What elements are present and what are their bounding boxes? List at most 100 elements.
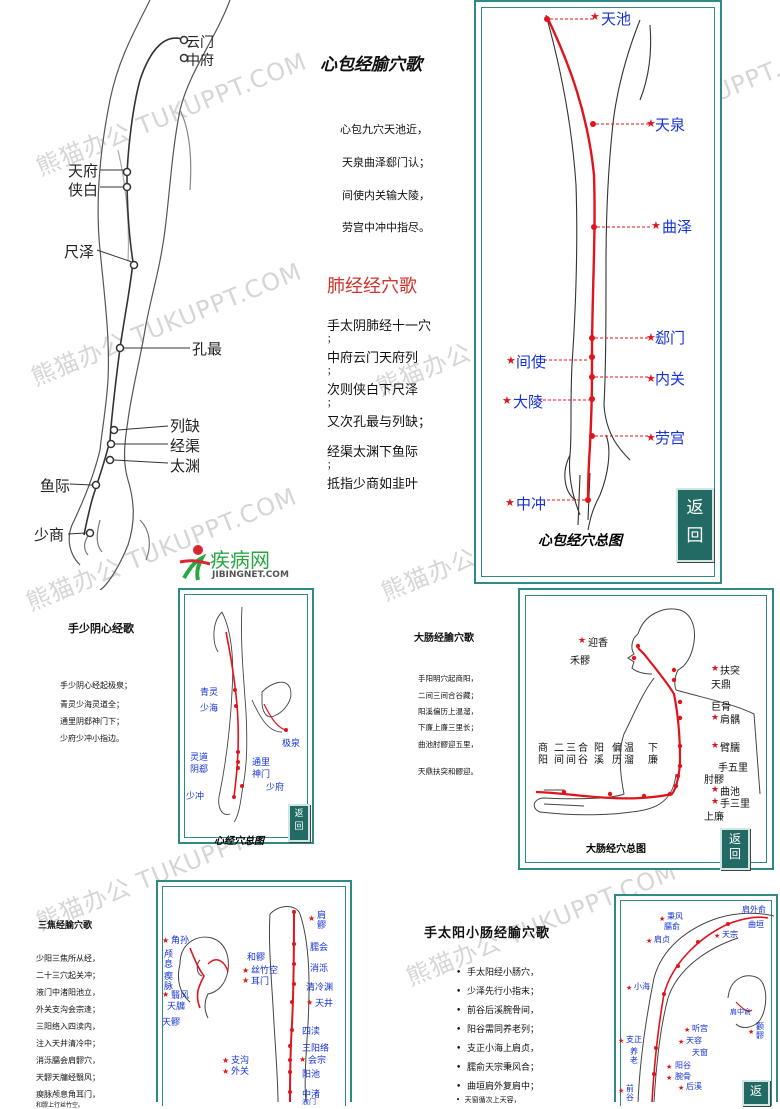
- point-label-xiaoluo: 消泺: [310, 961, 328, 974]
- point-label-quze: 曲泽: [662, 216, 692, 237]
- point-label-yanggu: 阳谷: [675, 1060, 691, 1071]
- point-label-jianwaishu: 肩外俞: [742, 904, 766, 915]
- verse-text: 曲垣肩外复肩中；: [467, 1082, 539, 1092]
- point-label-yingxiang: 迎香: [588, 634, 608, 649]
- star-icon: ★: [651, 220, 661, 231]
- point-label-shaoshang: 少商: [34, 524, 64, 545]
- point-label-jianyu: 肩髃: [720, 711, 740, 726]
- point-label-shanglian: 上廉: [704, 808, 724, 823]
- point-label-taiyuan: 太渊: [170, 455, 200, 476]
- small-intestine-verse: • 阳谷需同养老列；: [456, 1022, 539, 1035]
- pericardium-song-title: 心包经腧穴歌: [320, 50, 422, 75]
- back-label: 返: [722, 832, 748, 847]
- lung-verse: ；: [327, 458, 336, 471]
- point-label-shaofu: 少府: [266, 780, 284, 793]
- point-label-tianchuang: 天窗: [692, 1047, 708, 1058]
- triple-burner-verse: 天髎天牖经翳风；: [36, 1072, 100, 1083]
- point-label-xialian: 下廉: [648, 743, 659, 767]
- star-icon: ★: [222, 1055, 229, 1066]
- star-icon: ★: [711, 785, 719, 796]
- pericardium-verse: 心包九穴天池近，: [340, 121, 428, 137]
- point-label-jianliao: 肩髎: [317, 911, 327, 931]
- point-label-binao: 臂臑: [720, 739, 740, 754]
- small-intestine-song-title: 手太阳小肠经腧穴歌: [424, 922, 550, 941]
- point-label-chize: 尺泽: [64, 241, 94, 262]
- bullet-icon: •: [456, 987, 467, 997]
- heart-verse: 通里阴郄神门下；: [60, 716, 124, 727]
- point-label-wenliu: 温溜: [624, 743, 635, 767]
- triple-burner-verse: 瘈脉颅息角耳门，: [36, 1089, 100, 1100]
- lung-verse: 经渠太渊下鱼际: [327, 441, 418, 460]
- bullet-icon: •: [456, 1044, 467, 1054]
- verse-text: 支正小海上肩贞，: [467, 1044, 539, 1054]
- star-icon: ★: [590, 11, 600, 22]
- lung-verse: 抵指少商如韭叶: [327, 473, 418, 492]
- point-label-heliao-sj: 和髎: [247, 950, 265, 963]
- back-label: 回: [722, 847, 748, 862]
- lung-verse: 手太阴肺经十一穴: [327, 315, 431, 334]
- point-label-luxi: 颅息: [164, 950, 174, 970]
- verse-text: 臑俞天宗秉风合；: [467, 1063, 539, 1073]
- large-intestine-verse: 曲池肘髎迎五里，: [418, 739, 478, 750]
- star-icon: ★: [578, 636, 586, 647]
- star-icon: ★: [506, 355, 516, 366]
- large-intestine-back-button[interactable]: 返 回: [720, 828, 750, 870]
- logo-site: JIBINGNET.COM: [212, 570, 289, 580]
- point-label-jiaosun: 角孙: [171, 933, 189, 946]
- back-label: 返: [678, 494, 712, 522]
- point-label-zhizheng: 支正: [626, 1034, 642, 1045]
- bullet-icon: •: [456, 1082, 467, 1092]
- back-label: 返: [744, 1082, 768, 1100]
- point-label-sanjian: 三间: [566, 743, 577, 767]
- triple-burner-verse: 三阳络入四渎内，: [36, 1021, 100, 1032]
- heart-back-button[interactable]: 返 回: [288, 804, 310, 842]
- point-label-shangyang: 商阳: [538, 743, 549, 767]
- point-label-yunmen: 云门: [186, 32, 214, 52]
- small-intestine-verse: • 曲垣肩外复肩中；: [456, 1079, 539, 1092]
- point-label-ximen: 郄门: [655, 327, 685, 348]
- point-label-jingqu: 经渠: [170, 435, 200, 456]
- point-label-quanliao: 颧髎: [756, 1022, 765, 1040]
- point-label-yangxi: 阳溪: [594, 743, 605, 767]
- small-intestine-verse: • 前谷后溪腕骨间，: [456, 1003, 539, 1016]
- star-icon: ★: [502, 395, 512, 406]
- small-intestine-verse: • 少泽先行小指末；: [456, 984, 539, 997]
- large-intestine-verse: 天鼎扶突和髎迎。: [418, 766, 478, 777]
- lung-arm-illustration: [0, 0, 300, 590]
- point-label-qinglengyuan: 清冷渊: [306, 980, 333, 993]
- point-label-zhongfu: 中府: [186, 50, 214, 70]
- star-icon: ★: [678, 1083, 684, 1094]
- small-intestine-back-button[interactable]: 返: [742, 1080, 770, 1106]
- star-icon: ★: [222, 1066, 229, 1077]
- point-label-jianzhen: 肩贞: [654, 934, 670, 945]
- point-label-qiangu: 前谷: [626, 1084, 635, 1102]
- point-label-tianfu: 天府: [68, 160, 98, 181]
- star-icon: ★: [711, 713, 719, 724]
- triple-burner-verse: 二十三穴起关冲；: [36, 970, 100, 981]
- star-icon: ★: [748, 1027, 754, 1038]
- point-label-yuji: 鱼际: [40, 475, 70, 496]
- point-label-tianyou: 天牖: [167, 999, 185, 1012]
- point-label-quyuan: 曲垣: [748, 919, 764, 930]
- lung-verse: 又次孔最与列缺；: [327, 411, 431, 430]
- back-label: 返: [290, 808, 308, 821]
- heart-song-title: 手少阴心经歌: [68, 620, 134, 636]
- star-icon: ★: [711, 797, 719, 808]
- large-intestine-verse: 手阳明穴起商阳，: [418, 673, 478, 684]
- triple-burner-verse: 消泺臑会肩髎穴，: [36, 1055, 100, 1066]
- triple-burner-verse: 和髎上行丝竹空。: [36, 1100, 84, 1109]
- star-icon: ★: [678, 1037, 684, 1048]
- large-intestine-verse: 二间三间合谷藏；: [418, 690, 478, 701]
- back-label: 回: [290, 821, 308, 834]
- heart-arm-illustration: [182, 592, 310, 840]
- verse-text: 阳谷需同养老列；: [467, 1025, 539, 1035]
- point-label-jiquan: 极泉: [282, 736, 300, 749]
- pericardium-back-button[interactable]: 返 回: [676, 488, 714, 562]
- small-intestine-verse: • 支正小海上肩贞，: [456, 1041, 539, 1054]
- triple-burner-verse: 少阳三焦所从经，: [36, 953, 100, 964]
- point-label-lieque: 列缺: [170, 415, 200, 436]
- small-intestine-verse: • 天窗循次上天容，: [456, 1095, 521, 1105]
- small-intestine-verse: • 臑俞天宗秉风合；: [456, 1060, 539, 1073]
- point-label-sidu: 四渎: [302, 1024, 320, 1037]
- verse-text: 天窗循次上天容，: [465, 1096, 521, 1104]
